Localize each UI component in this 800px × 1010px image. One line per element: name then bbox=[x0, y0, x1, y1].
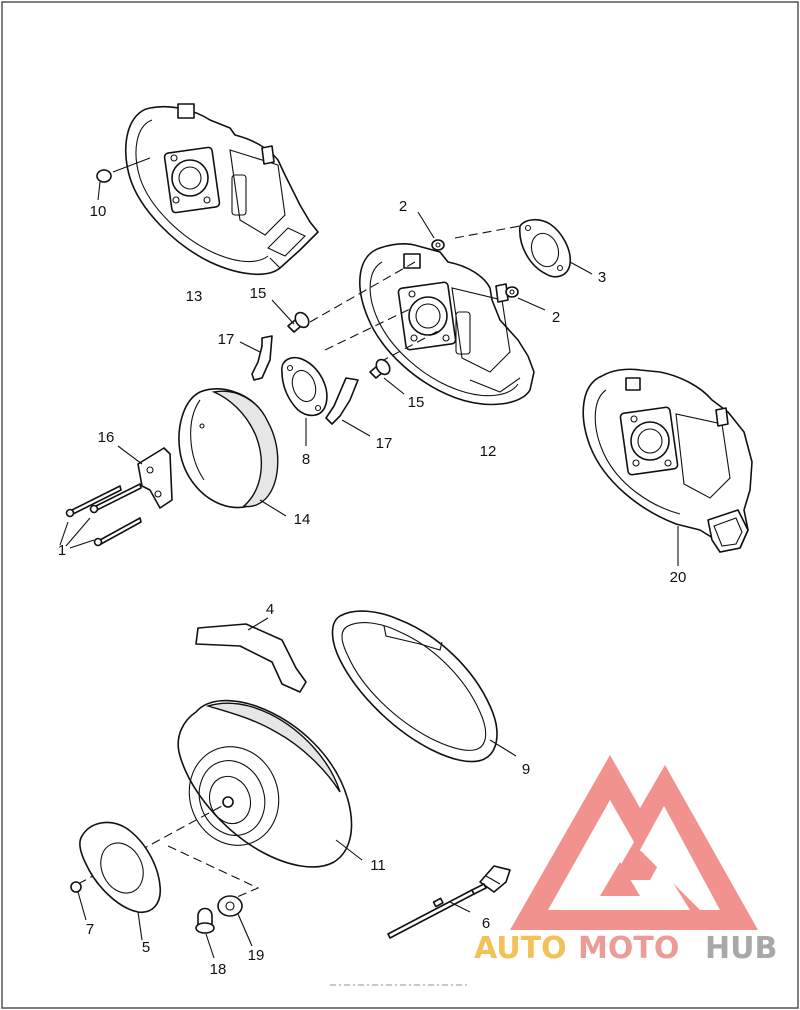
callout-12: 12 bbox=[480, 443, 497, 460]
washer-2-upper bbox=[417, 211, 445, 251]
callout-3: 3 bbox=[598, 269, 606, 286]
callout-17-right: 17 bbox=[376, 435, 393, 452]
centerline-upper bbox=[454, 225, 521, 239]
centerline-cover-bolts bbox=[167, 845, 260, 901]
seal-ring-9 bbox=[331, 610, 517, 763]
washer-19 bbox=[217, 895, 253, 947]
screws-1 bbox=[59, 483, 142, 549]
backplate-12 bbox=[359, 243, 535, 406]
plug-10 bbox=[96, 157, 151, 201]
callout-17-left: 17 bbox=[218, 331, 235, 348]
callout-14: 14 bbox=[294, 511, 311, 528]
watermark-auto: AUTO bbox=[474, 931, 567, 966]
callout-5: 5 bbox=[142, 939, 150, 956]
callout-13: 13 bbox=[186, 288, 203, 305]
callout-2-upper: 2 bbox=[399, 198, 407, 215]
callout-19: 19 bbox=[248, 947, 265, 964]
callout-6: 6 bbox=[482, 915, 490, 932]
bracket-16 bbox=[117, 445, 173, 509]
gasket-3 bbox=[519, 218, 593, 278]
callout-18: 18 bbox=[210, 961, 227, 978]
centerline-gasket-8 bbox=[324, 307, 413, 351]
callout-20: 20 bbox=[670, 569, 687, 586]
callout-16: 16 bbox=[98, 429, 115, 446]
backplate-20 bbox=[582, 368, 753, 566]
callout-4: 4 bbox=[266, 601, 274, 618]
filter-element-14 bbox=[178, 388, 287, 517]
trim-ring-5 bbox=[79, 821, 162, 941]
callout-15-left: 15 bbox=[250, 285, 267, 302]
centerline-breather-left bbox=[309, 261, 416, 323]
centerline-breather-right bbox=[379, 329, 441, 363]
breather-hose-17-right bbox=[325, 377, 371, 437]
gasket-8 bbox=[281, 356, 328, 446]
callout-1: 1 bbox=[58, 542, 66, 559]
automotohub-watermark: AUTO MOTO HUB bbox=[474, 755, 777, 966]
breather-fitting-15-right bbox=[369, 358, 405, 395]
callout-2-lower: 2 bbox=[552, 309, 560, 326]
backplate-13 bbox=[124, 103, 319, 276]
callout-10: 10 bbox=[90, 203, 107, 220]
cable-6 bbox=[387, 865, 511, 939]
callout-8: 8 bbox=[302, 451, 310, 468]
callout-7: 7 bbox=[86, 921, 94, 938]
callout-15-right: 15 bbox=[408, 394, 425, 411]
cover-11 bbox=[177, 699, 363, 868]
callout-9: 9 bbox=[522, 761, 530, 778]
washer-2-lower bbox=[505, 286, 546, 311]
breather-fitting-15-left bbox=[271, 299, 310, 333]
watermark-logo-icon bbox=[510, 755, 758, 930]
watermark-hub: HUB bbox=[705, 931, 777, 966]
callout-11: 11 bbox=[370, 857, 386, 874]
watermark-moto: MOTO bbox=[578, 931, 679, 966]
insert-4 bbox=[195, 617, 307, 693]
screw-7 bbox=[70, 881, 87, 921]
bolt-18 bbox=[195, 907, 215, 959]
breather-hose-17-left bbox=[239, 335, 273, 381]
